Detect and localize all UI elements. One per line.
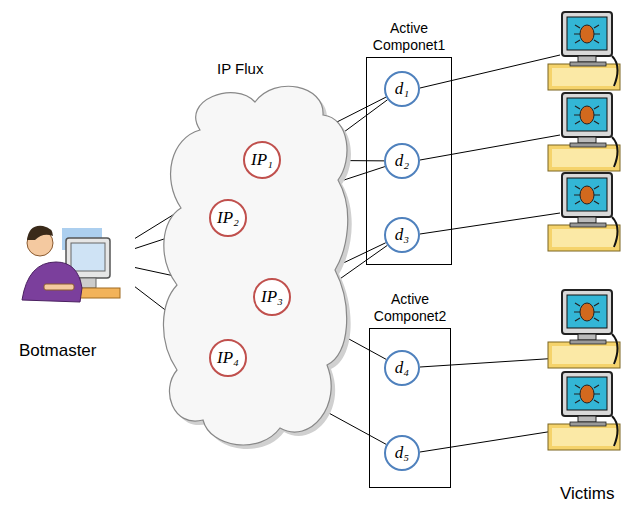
bot-circle: d₃ (384, 217, 420, 253)
botmaster-label: Botmaster (19, 341, 96, 361)
component-heading: Active Componet1 (359, 20, 459, 54)
victim-wire (420, 55, 560, 452)
victim-computer (548, 290, 620, 368)
victim-computer (548, 93, 620, 171)
bot-circle: d₁ (384, 71, 420, 107)
node-label: d₂ (395, 151, 409, 171)
component-box: Active Componet2d₄d₅ (369, 328, 451, 488)
botmaster-node: Botmaster (15, 215, 125, 365)
component-box: Active Componet1d₁d₂d₃ (366, 57, 452, 265)
cloud-outline (155, 60, 355, 450)
bot-circle: d₂ (384, 143, 420, 179)
botmaster-figure (22, 226, 120, 302)
node-label: d₃ (395, 225, 409, 245)
ip-flux-cloud: IP FluxIP₁ IP₂ IP₃ IP₄ (155, 60, 355, 450)
ip-circle: IP₄ (209, 339, 247, 377)
node-label: d₄ (395, 358, 409, 378)
node-label: IP₃ (261, 287, 283, 307)
node-label: IP₁ (251, 150, 273, 170)
node-label: d₁ (395, 79, 409, 99)
node-label: IP₄ (217, 348, 239, 368)
cloud-label: IP Flux (217, 60, 263, 77)
bot-circle: d₅ (384, 435, 420, 471)
group-label: Victims (560, 484, 614, 504)
ip-circle: IP₃ (253, 278, 291, 316)
victim-computer (548, 173, 620, 251)
victim-computer (548, 12, 620, 90)
node-label: IP₂ (217, 208, 239, 228)
victim-computer (548, 372, 620, 450)
node-label: d₅ (395, 443, 409, 463)
ip-circle: IP₁ (243, 141, 281, 179)
component-heading: Active Componet2 (360, 291, 460, 325)
ip-circle: IP₂ (209, 199, 247, 237)
bot-circle: d₄ (384, 350, 420, 386)
